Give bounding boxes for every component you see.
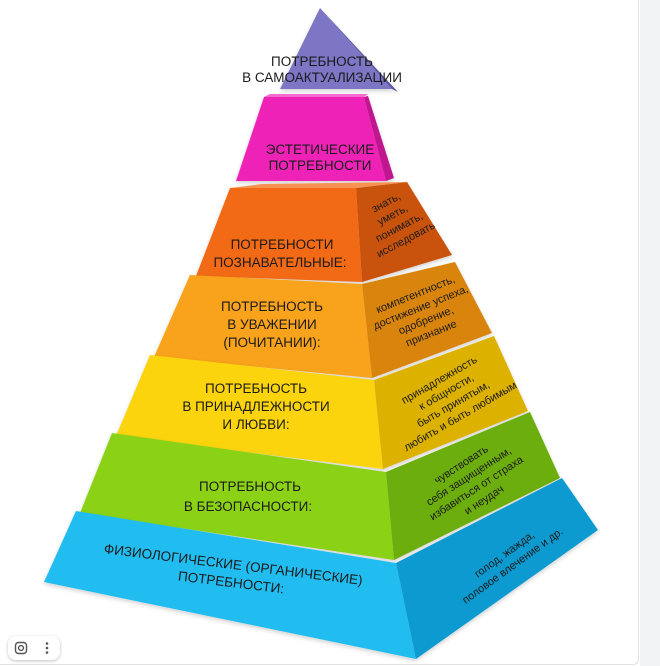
level-side-face [362,262,492,378]
pyramid-level-self-actualization [280,8,398,92]
level-label-line: В ПРИНАДЛЕЖНОСТИ [182,399,329,414]
level-front-face [116,355,383,469]
level-top-face [230,182,407,188]
level-label-line: ПОТРЕБНОСТЬ [221,299,323,314]
level-front-face [280,8,392,89]
level-label-line: В САМОАКТУАЛИЗАЦИИ [242,70,402,85]
pyramid-level-physiological [44,478,598,659]
scroll-gutter [640,0,660,666]
level-label-line: ПОТРЕБНОСТИ [269,158,372,173]
pyramid-level-cognitive [196,182,452,282]
lens-icon-glyph [14,641,28,655]
level-front-face [236,97,386,181]
level-label-line: ПОЗНАВАТЕЛЬНЫЕ: [213,255,346,270]
level-side-face [374,336,528,469]
pyramid-level-belonging [116,336,528,469]
more-vert-icon[interactable] [37,638,57,658]
level-side-face [396,478,598,659]
level-label-line: (ПОЧИТАНИИ): [223,335,320,350]
level-side-face [364,96,394,181]
level-front-face [80,433,394,560]
level-top-face [264,94,368,97]
level-label-line: ПОТРЕБНОСТЬ [199,479,301,494]
level-front-face [154,275,372,378]
level-label-line: И ЛЮБВИ: [222,417,289,432]
level-side-face [320,8,398,92]
level-label-line: ПОТРЕБНОСТЬ [205,381,307,396]
level-label-line: В УВАЖЕНИИ [227,317,317,332]
lens-icon[interactable] [11,638,31,658]
level-label-line: ЭСТЕТИЧЕСКИЕ [266,142,375,157]
image-action-toolbar [8,636,60,660]
level-front-face [44,511,416,659]
level-side-face [356,182,452,282]
level-label-line: В БЕЗОПАСНОСТИ: [184,499,312,514]
pyramid-level-safety [80,412,560,560]
more-vert-glyph [45,642,49,654]
level-front-face [196,188,362,282]
level-label-line: ПОТРЕБНОСТИ [231,237,334,252]
level-label-line: ПОТРЕБНОСТЬ [271,54,373,69]
pyramid-level-esteem [154,262,492,378]
level-side-face [386,412,560,560]
pyramid-level-aesthetic [236,94,394,181]
maslow-pyramid: ПОТРЕБНОСТЬ В САМОАКТУАЛИЗАЦИИ ЭСТЕТИЧЕС… [44,8,598,659]
